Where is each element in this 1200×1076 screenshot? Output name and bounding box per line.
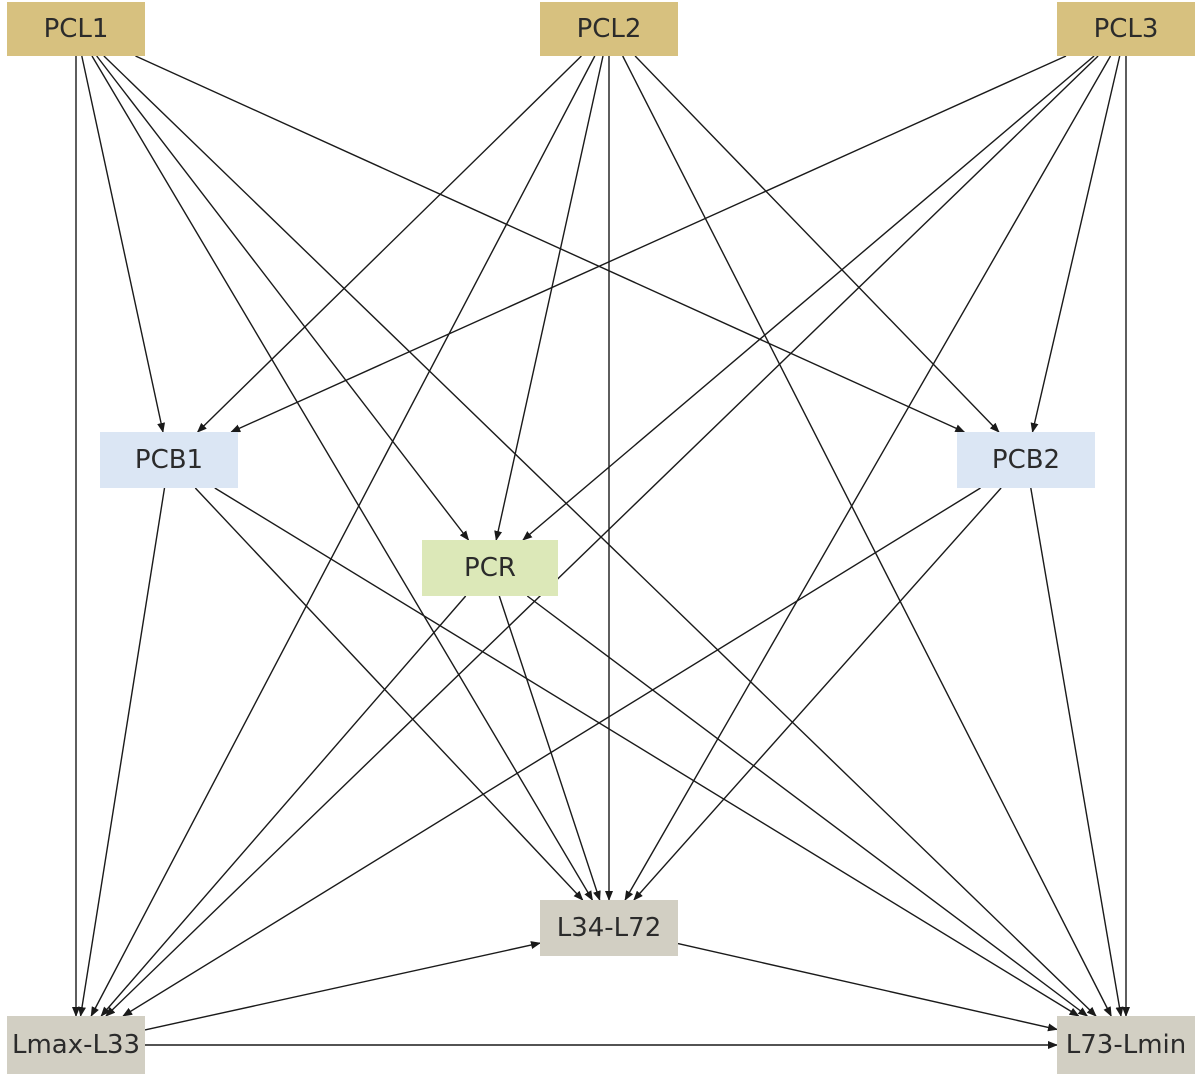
node-l34-l72: L34-L72 — [540, 900, 678, 956]
edge-pcl3-to-l34 — [624, 55, 1112, 901]
node-label: PCB2 — [991, 445, 1061, 475]
edge-pcb2-to-lmax — [122, 487, 981, 1017]
edge-pcl1-to-pcr — [96, 55, 470, 541]
node-pcb1: PCB1 — [100, 432, 238, 488]
edge-pcb2-to-l73 — [1030, 487, 1124, 1017]
node-label: Lmax-L33 — [11, 1030, 141, 1060]
edge-pcl3-to-pcr — [522, 55, 1095, 541]
edge-pcl1-to-pcb2 — [135, 55, 966, 433]
node-lmax-l33: Lmax-L33 — [7, 1016, 145, 1074]
edge-pcl3-to-lmax — [105, 55, 1099, 1017]
edge-pcl1-to-l73 — [103, 55, 1097, 1017]
node-pcl2: PCL2 — [540, 2, 678, 56]
node-label: L34-L72 — [556, 913, 662, 943]
node-pcb2: PCB2 — [957, 432, 1095, 488]
edge-pcl3-to-pcb2 — [1030, 55, 1121, 433]
node-label: PCL2 — [576, 14, 642, 44]
edge-pcl3-to-pcb1 — [230, 55, 1067, 433]
edge-pcl2-to-pcb1 — [196, 55, 582, 433]
node-pcl1: PCL1 — [7, 2, 145, 56]
node-label: PCL3 — [1093, 14, 1159, 44]
edge-pcl2-to-lmax — [90, 55, 596, 1017]
edge-pcb1-to-lmax — [78, 487, 166, 1017]
edge-pcb2-to-l34 — [633, 487, 1002, 901]
node-label: L73-Lmin — [1065, 1030, 1187, 1060]
edge-pcb1-to-l34 — [194, 487, 584, 901]
node-label: PCL1 — [43, 14, 109, 44]
edge-l34-to-l73 — [677, 942, 1058, 1032]
node-label: PCB1 — [134, 445, 204, 475]
edge-pcb1-to-l73 — [214, 487, 1080, 1017]
edge-pcl1-to-pcb1 — [81, 55, 166, 433]
edge-pcr-to-lmax — [100, 595, 467, 1017]
edge-pcl2-to-pcb2 — [634, 55, 1000, 433]
node-pcr: PCR — [422, 540, 558, 596]
edge-pcr-to-l73 — [526, 595, 1089, 1017]
edge-pcl2-to-l73 — [622, 55, 1112, 1017]
node-l73-lmin: L73-Lmin — [1057, 1016, 1195, 1074]
edge-pcr-to-l34 — [498, 595, 601, 901]
edge-lmax-to-l34 — [144, 941, 541, 1031]
edge-pcl2-to-pcr — [494, 55, 604, 541]
edge-pcl1-to-l34 — [91, 55, 594, 901]
node-pcl3: PCL3 — [1057, 2, 1195, 56]
node-label: PCR — [464, 553, 516, 583]
